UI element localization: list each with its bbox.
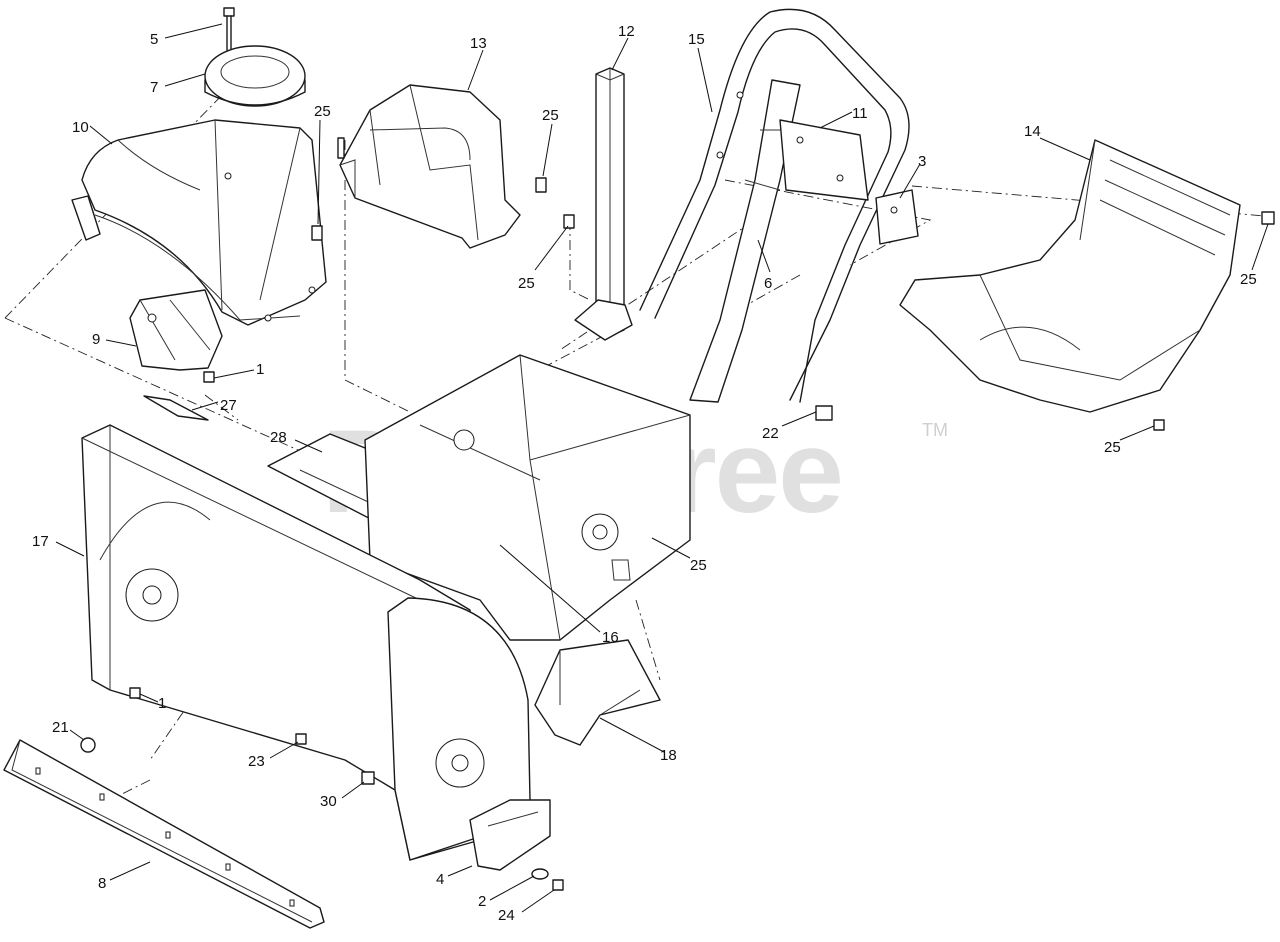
callout-18: 18 <box>660 747 677 764</box>
discharge-chute-10 <box>71 119 327 326</box>
chute-ring-7 <box>204 45 306 107</box>
callout-8: 8 <box>98 875 106 892</box>
callout-5: 5 <box>150 31 158 48</box>
callout-12: 12 <box>618 23 635 40</box>
callout-labels: 5 7 10 25 13 25 12 15 11 3 14 25 6 25 9 … <box>32 23 1257 924</box>
plate-11 <box>779 119 869 201</box>
callout-25-d: 25 <box>518 275 535 292</box>
shroud-14 <box>899 139 1241 413</box>
scraper-bar-8 <box>3 739 325 929</box>
callout-1-a: 1 <box>256 361 264 378</box>
bolt-30 <box>361 771 375 785</box>
callout-25-f: 25 <box>690 557 707 574</box>
callout-13: 13 <box>470 35 487 52</box>
callout-28: 28 <box>270 429 287 446</box>
callout-24: 23 <box>248 753 265 770</box>
callout-15: 15 <box>688 31 705 48</box>
bolt-1a <box>203 371 215 383</box>
callout-1-b: 1 <box>158 695 166 712</box>
post-12 <box>574 67 633 341</box>
callout-27: 27 <box>220 397 237 414</box>
watermark-tm: TM <box>922 420 948 440</box>
callout-25-b: 25 <box>542 107 559 124</box>
callout-10: 10 <box>72 119 89 136</box>
washer-2 <box>531 868 549 880</box>
callout-3: 3 <box>918 153 926 170</box>
frame-16 <box>364 354 691 641</box>
handle-15 <box>639 8 910 403</box>
bolt-5 <box>223 7 235 55</box>
callout-17: 17 <box>32 533 49 550</box>
callout-6: 6 <box>764 275 772 292</box>
deflector-9 <box>129 289 223 371</box>
callout-25-e: 25 <box>1104 439 1121 456</box>
callout-25-c: 25 <box>1240 271 1257 288</box>
bracket-3 <box>875 189 919 245</box>
bolt-22 <box>815 405 833 421</box>
callout-21: 21 <box>52 719 69 736</box>
callout-22: 22 <box>762 425 779 442</box>
callout-4: 4 <box>436 871 444 888</box>
bracket-18 <box>534 639 661 746</box>
leader-lines <box>55 23 1269 913</box>
callout-25-a: 25 <box>314 103 331 120</box>
belt-cover-13 <box>337 84 521 249</box>
callout-14: 14 <box>1024 123 1041 140</box>
nut-24 <box>295 733 307 745</box>
callout-2: 2 <box>478 893 486 910</box>
shim-27 <box>143 395 209 421</box>
callout-11: 11 <box>852 105 868 122</box>
skid-4 <box>469 799 551 871</box>
bolt-21 <box>80 737 96 753</box>
bolt-23 <box>552 879 564 891</box>
callout-9: 9 <box>92 331 100 348</box>
callout-23: 24 <box>498 907 515 924</box>
callout-30: 30 <box>320 793 337 810</box>
callout-7: 7 <box>150 79 158 96</box>
bolt-1b <box>129 687 141 699</box>
callout-16: 16 <box>602 629 619 646</box>
